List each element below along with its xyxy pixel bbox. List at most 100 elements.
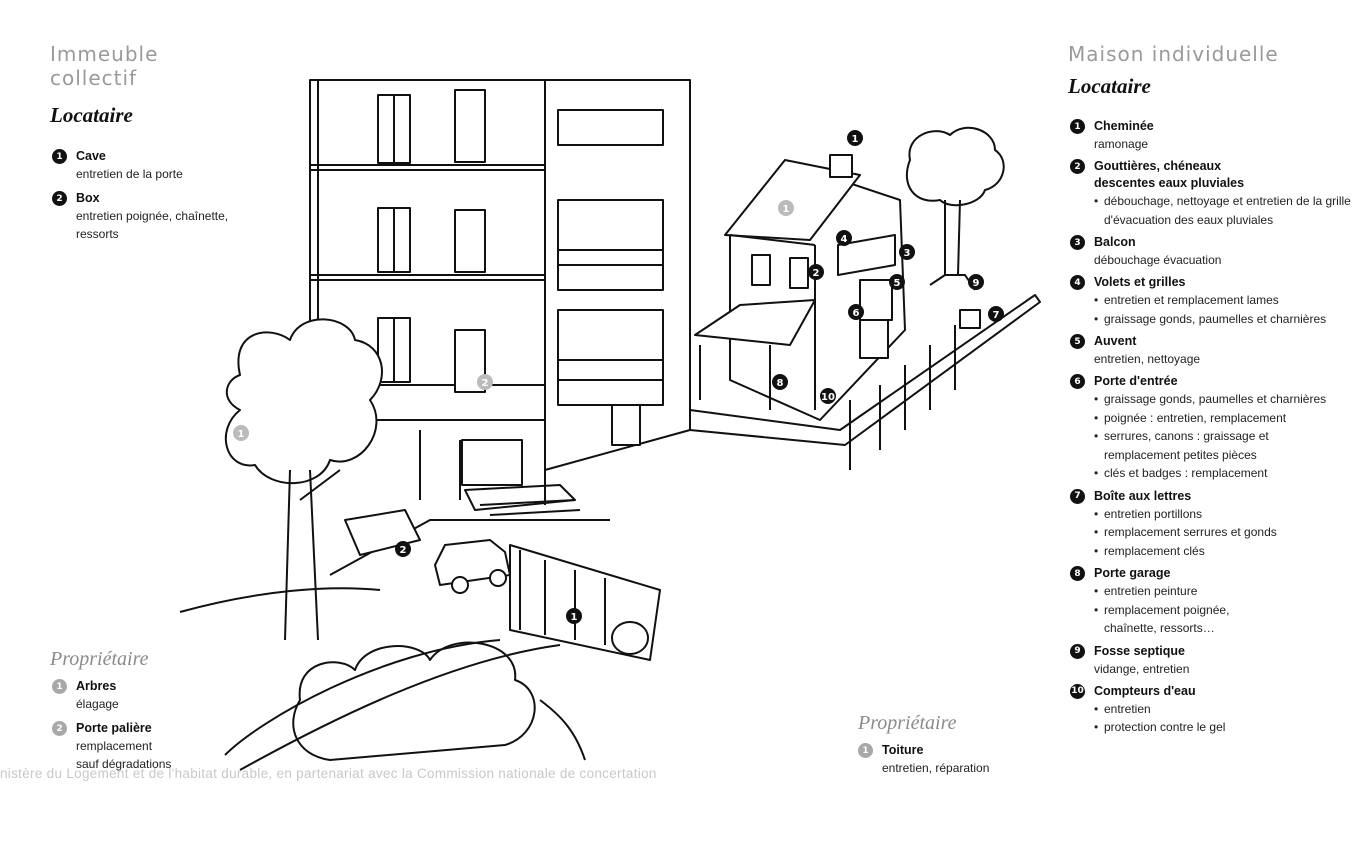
number-badge: 1 bbox=[52, 149, 67, 164]
svg-text:2: 2 bbox=[482, 378, 489, 389]
bullet: graissage gonds, paumelles et charnières bbox=[1094, 390, 1360, 409]
list-item: 2 Box entretien poignée, chaînette, ress… bbox=[52, 190, 252, 243]
bullet: protection contre le gel bbox=[1094, 718, 1360, 737]
list-item: 2 Porte palière remplacement sauf dégrad… bbox=[52, 720, 252, 773]
bullet: débouchage, nettoyage et entretien de la… bbox=[1094, 192, 1354, 229]
list-item: 3 Balcon débouchage évacuation bbox=[1070, 234, 1360, 269]
item-title: Porte palière bbox=[76, 721, 152, 735]
item-desc: ramonage bbox=[1094, 137, 1149, 151]
svg-text:9: 9 bbox=[973, 278, 980, 289]
car bbox=[434, 539, 511, 594]
svg-text:3: 3 bbox=[904, 248, 911, 259]
bullet: remplacement poignée, chaînette, ressort… bbox=[1094, 601, 1264, 638]
item-title: Balcon bbox=[1094, 235, 1136, 249]
item-title: Boîte aux lettres bbox=[1094, 488, 1192, 503]
svg-text:5: 5 bbox=[894, 278, 901, 289]
svg-text:8: 8 bbox=[777, 378, 784, 389]
footer-credit: nistère du Logement et de l'habitat dura… bbox=[0, 766, 657, 781]
tree-right bbox=[905, 126, 1005, 291]
number-badge: 1 bbox=[858, 743, 873, 758]
number-badge: 6 bbox=[1070, 374, 1085, 389]
item-title: Porte garage bbox=[1094, 566, 1171, 580]
item-title: Porte d'entrée bbox=[1094, 374, 1178, 388]
number-badge: 7 bbox=[1070, 488, 1085, 504]
item-title: Cheminée bbox=[1094, 119, 1154, 133]
right-tenant-label: Locataire bbox=[1068, 74, 1151, 98]
number-badge: 2 bbox=[52, 191, 67, 206]
bullet: entretien et remplacement lames bbox=[1094, 291, 1360, 310]
list-item: 1 Cave entretien de la porte bbox=[52, 148, 252, 183]
number-badge: 4 bbox=[1070, 275, 1085, 290]
bushes bbox=[179, 587, 586, 771]
bullet-list: entretien protection contre le gel bbox=[1094, 700, 1360, 737]
item-title: Arbres bbox=[76, 679, 117, 693]
item-title: Compteurs d'eau bbox=[1094, 683, 1196, 698]
bullet: remplacement clés bbox=[1094, 542, 1360, 561]
item-title: Toiture bbox=[882, 743, 924, 757]
left-owner-label: Propriétaire bbox=[50, 648, 149, 670]
garage-ramp bbox=[329, 519, 661, 661]
right-section-title: Maison individuelle bbox=[1068, 42, 1279, 66]
svg-text:1: 1 bbox=[571, 612, 578, 623]
item-desc: débouchage évacuation bbox=[1094, 253, 1222, 267]
apartment-building bbox=[309, 79, 691, 516]
item-title: Volets et grilles bbox=[1094, 275, 1186, 289]
bullet: entretien peinture bbox=[1094, 582, 1360, 601]
item-title: Box bbox=[76, 191, 100, 205]
svg-text:4: 4 bbox=[841, 234, 848, 245]
left-tenant-label: Locataire bbox=[50, 103, 133, 127]
list-item: 7 Boîte aux lettres entretien portillons… bbox=[1070, 488, 1360, 561]
item-desc: élagage bbox=[76, 697, 119, 711]
item-desc: entretien, nettoyage bbox=[1094, 352, 1201, 366]
left-tenant-list: 1 Cave entretien de la porte 2 Box entre… bbox=[52, 148, 252, 250]
item-title: Fosse septique bbox=[1094, 643, 1185, 658]
bullet-list: entretien portillons remplacement serrur… bbox=[1094, 505, 1360, 561]
svg-text:2: 2 bbox=[400, 545, 407, 556]
title-line-1: Immeuble bbox=[50, 42, 159, 66]
list-item: 5 Auvent entretien, nettoyage bbox=[1070, 333, 1360, 368]
svg-text:10: 10 bbox=[821, 392, 835, 403]
item-desc: vidange, entretien bbox=[1094, 661, 1190, 676]
item-desc: entretien, réparation bbox=[882, 761, 990, 775]
number-badge: 5 bbox=[1070, 334, 1085, 349]
list-item: 9 Fosse septique vidange, entretien bbox=[1070, 643, 1360, 678]
svg-text:2: 2 bbox=[813, 268, 820, 279]
markers: 1 1 4 3 2 5 9 7 6 8 10 2 1 2 1 bbox=[233, 130, 1004, 624]
number-badge: 8 bbox=[1070, 566, 1085, 581]
tree-left bbox=[224, 318, 383, 641]
number-badge: 3 bbox=[1070, 235, 1085, 250]
item-desc: sauf dégradations bbox=[76, 757, 172, 771]
bullet: graissage gonds, paumelles et charnières bbox=[1094, 310, 1360, 329]
item-desc: entretien poignée, chaînette, ressorts bbox=[76, 209, 229, 241]
bullet: poignée : entretien, remplacement bbox=[1094, 409, 1360, 428]
list-item: 6 Porte d'entrée graissage gonds, paumel… bbox=[1070, 373, 1360, 483]
number-badge: 2 bbox=[52, 721, 67, 736]
list-item: 4 Volets et grilles entretien et remplac… bbox=[1070, 274, 1360, 328]
item-desc: entretien de la porte bbox=[76, 167, 183, 181]
list-item: 1 Arbres élagage bbox=[52, 678, 252, 713]
bullet: clés et badges : remplacement bbox=[1094, 464, 1360, 483]
item-title: Auvent bbox=[1094, 334, 1137, 348]
bullet-list: entretien et remplacement lames graissag… bbox=[1094, 291, 1360, 328]
title-line-2: collectif bbox=[50, 66, 138, 90]
item-title: Cave bbox=[76, 149, 106, 163]
bullet: serrures, canons : graissage et remplace… bbox=[1094, 427, 1304, 464]
svg-text:6: 6 bbox=[853, 308, 860, 319]
svg-text:1: 1 bbox=[238, 429, 245, 440]
number-badge: 1 bbox=[1070, 119, 1085, 134]
number-badge: 2 bbox=[1070, 159, 1085, 174]
list-item: 1 Toiture entretien, réparation bbox=[858, 742, 1028, 777]
list-item: 1 Cheminée ramonage bbox=[1070, 118, 1360, 153]
bullet-list: entretien peinture remplacement poignée,… bbox=[1094, 582, 1360, 638]
number-badge: 10 bbox=[1070, 683, 1085, 699]
list-item: 8 Porte garage entretien peinture rempla… bbox=[1070, 565, 1360, 638]
right-tenant-list: 1 Cheminée ramonage 2 Gouttières, chénea… bbox=[1070, 118, 1360, 737]
left-section-title: Immeuble collectif bbox=[50, 42, 158, 90]
bullet: remplacement serrures et gonds bbox=[1094, 523, 1360, 542]
fence bbox=[689, 294, 1041, 470]
house bbox=[694, 154, 906, 421]
list-item: 2 Gouttières, chéneaux descentes eaux pl… bbox=[1070, 158, 1360, 229]
svg-text:1: 1 bbox=[852, 134, 859, 145]
center-owner-label: Propriétaire bbox=[858, 712, 957, 734]
